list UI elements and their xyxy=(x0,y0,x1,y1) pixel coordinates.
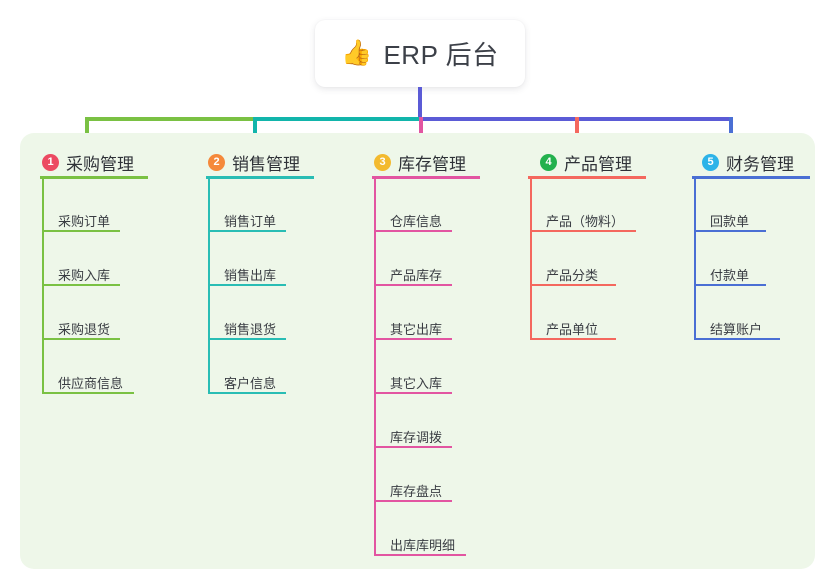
leaf-item-rule xyxy=(42,338,120,340)
column-badge-sales: 2 xyxy=(208,154,225,171)
column-badge-inventory: 3 xyxy=(374,154,391,171)
leaf-item-rule xyxy=(42,284,120,286)
column-title-purchase: 采购管理 xyxy=(66,155,134,174)
column-header-inventory[interactable]: 3 库存管理 xyxy=(374,150,466,175)
column-title-sales: 销售管理 xyxy=(232,155,300,174)
leaf-item-rule xyxy=(374,392,452,394)
leaf-item-rule xyxy=(208,230,286,232)
leaf-item[interactable]: 出库库明细 xyxy=(390,538,456,553)
leaf-item[interactable]: 销售出库 xyxy=(224,268,277,283)
thumbs-up-icon: 👍 xyxy=(341,39,373,67)
leaf-item[interactable]: 客户信息 xyxy=(224,376,277,391)
trunk-connector xyxy=(418,87,422,119)
column-rule-product xyxy=(528,176,646,179)
leaf-item-rule xyxy=(694,284,766,286)
leaf-item[interactable]: 产品（物料） xyxy=(546,214,625,229)
bus-segment-1 xyxy=(253,117,419,121)
leaf-item[interactable]: 采购订单 xyxy=(58,214,111,229)
leaf-item-rule xyxy=(208,284,286,286)
leaf-item-rule xyxy=(694,338,780,340)
leaf-item[interactable]: 产品单位 xyxy=(546,322,599,337)
column-header-finance[interactable]: 5 财务管理 xyxy=(702,150,794,175)
leaf-item-rule xyxy=(374,284,452,286)
column-badge-finance: 5 xyxy=(702,154,719,171)
leaf-item-rule xyxy=(42,392,134,394)
leaf-item-rule xyxy=(374,446,452,448)
leaf-item-rule xyxy=(694,230,766,232)
leaf-item[interactable]: 采购退货 xyxy=(58,322,111,337)
leaf-item-rule xyxy=(374,230,452,232)
leaf-item[interactable]: 销售订单 xyxy=(224,214,277,229)
leaf-item[interactable]: 仓库信息 xyxy=(390,214,443,229)
column-title-finance: 财务管理 xyxy=(726,155,794,174)
leaf-item-rule xyxy=(530,284,616,286)
column-spine-finance xyxy=(694,176,696,340)
column-spine-product xyxy=(530,176,532,340)
leaf-item[interactable]: 付款单 xyxy=(710,268,750,283)
drop-inventory xyxy=(419,117,423,147)
column-rule-inventory xyxy=(372,176,480,179)
leaf-item[interactable]: 其它出库 xyxy=(390,322,443,337)
leaf-item[interactable]: 库存盘点 xyxy=(390,484,443,499)
leaf-item[interactable]: 产品分类 xyxy=(546,268,599,283)
leaf-item-rule xyxy=(42,230,120,232)
column-spine-inventory xyxy=(374,176,376,556)
leaf-item[interactable]: 采购入库 xyxy=(58,268,111,283)
leaf-item[interactable]: 其它入库 xyxy=(390,376,443,391)
drop-finance xyxy=(729,117,733,147)
column-badge-product: 4 xyxy=(540,154,557,171)
drop-purchase xyxy=(85,117,89,147)
column-rule-sales xyxy=(206,176,314,179)
leaf-item[interactable]: 销售退货 xyxy=(224,322,277,337)
columns-panel xyxy=(20,133,815,569)
column-header-sales[interactable]: 2 销售管理 xyxy=(208,150,300,175)
leaf-item-rule xyxy=(374,554,466,556)
leaf-item[interactable]: 回款单 xyxy=(710,214,750,229)
leaf-item-rule xyxy=(374,338,452,340)
leaf-item[interactable]: 产品库存 xyxy=(390,268,443,283)
column-title-product: 产品管理 xyxy=(564,155,632,174)
drop-product xyxy=(575,117,579,147)
bus-segment-0 xyxy=(85,117,253,121)
root-node-content: 👍 ERP 后台 xyxy=(341,35,498,72)
column-header-purchase[interactable]: 1 采购管理 xyxy=(42,150,134,175)
drop-sales xyxy=(253,117,257,147)
page-title: ERP 后台 xyxy=(383,40,499,70)
column-badge-purchase: 1 xyxy=(42,154,59,171)
leaf-item[interactable]: 库存调拨 xyxy=(390,430,443,445)
leaf-item[interactable]: 供应商信息 xyxy=(58,376,124,391)
column-rule-finance xyxy=(692,176,810,179)
column-title-inventory: 库存管理 xyxy=(398,155,466,174)
leaf-item-rule xyxy=(208,338,286,340)
leaf-item-rule xyxy=(530,338,616,340)
leaf-item-rule xyxy=(530,230,636,232)
leaf-item[interactable]: 结算账户 xyxy=(710,322,763,337)
column-rule-purchase xyxy=(40,176,148,179)
column-header-product[interactable]: 4 产品管理 xyxy=(540,150,632,175)
leaf-item-rule xyxy=(374,500,452,502)
root-node-card[interactable]: 👍 ERP 后台 xyxy=(315,20,525,87)
leaf-item-rule xyxy=(208,392,286,394)
